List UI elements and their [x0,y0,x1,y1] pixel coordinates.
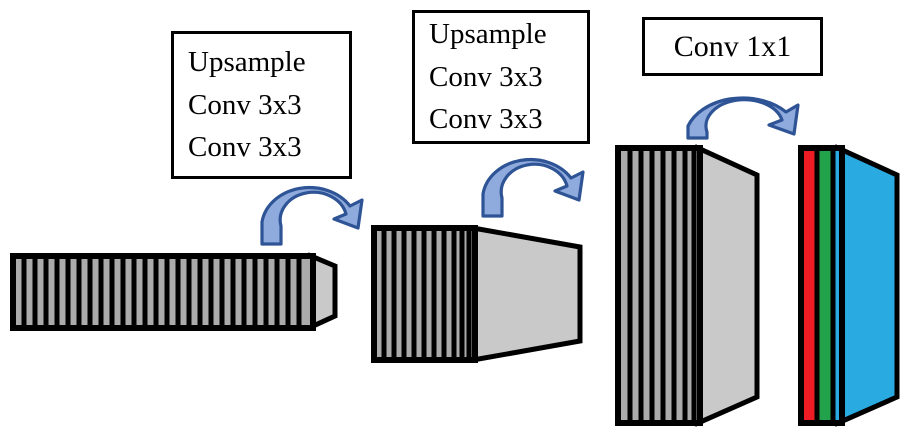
arrow-1 [260,185,364,246]
box1-line-1: Upsample [188,46,306,79]
upsample-conv-block-2: Upsample Conv 3x3 Conv 3x3 [412,10,590,144]
output-channel-red [801,148,815,423]
box2-line-2: Conv 3x3 [429,60,543,93]
feature-map-2-side-face [470,225,583,363]
box2-line-3: Conv 3x3 [429,103,543,136]
box1-line-3: Conv 3x3 [188,131,302,164]
output-rgb-dividers [814,151,836,420]
box1-line-2: Conv 3x3 [188,88,302,121]
feature-map-3 [615,144,760,427]
box3-line-1: Conv 1x1 [673,29,792,63]
arrow-2 [481,157,585,218]
output-channel-blue [834,148,842,423]
output-rgb-side-face [835,144,900,427]
output-rgb-front-outline [798,145,845,426]
feature-map-2 [371,225,583,363]
feature-map-1 [10,252,338,331]
output-channel-green [818,148,831,423]
feature-map-2-slices [381,231,472,357]
arrow-3 [686,96,800,140]
feature-map-3-slices [627,151,697,420]
feature-map-1-slices [21,258,302,326]
feature-map-3-side-face [695,144,760,427]
output-rgb-map [798,144,900,427]
conv-1x1-block: Conv 1x1 [642,17,823,76]
feature-map-1-front-face [10,253,316,331]
upsample-conv-block-1: Upsample Conv 3x3 Conv 3x3 [171,31,352,179]
box2-line-1: Upsample [429,18,547,51]
